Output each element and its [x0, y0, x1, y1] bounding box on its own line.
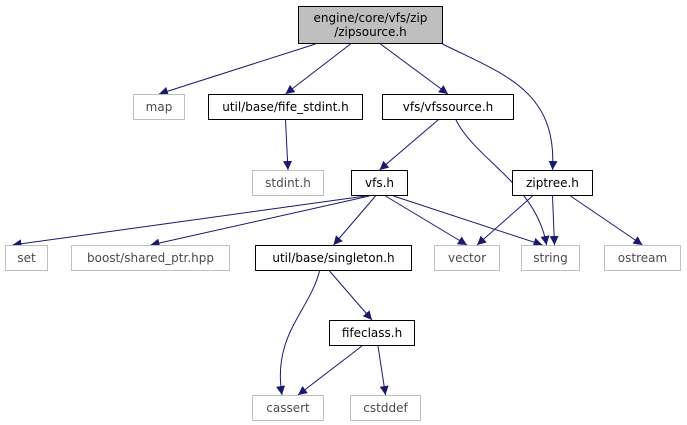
node-cstddef: cstddef [350, 395, 421, 421]
edge-vfs-to-singleton [333, 195, 376, 246]
node-root[interactable]: engine/core/vfs/zip /zipsource.h [298, 6, 443, 44]
node-string: string [521, 245, 580, 271]
edge-fifeclass-to-cassert [297, 345, 363, 396]
node-cassert: cassert [252, 395, 324, 421]
edge-root-to-vfssource [380, 43, 449, 95]
edge-ziptree-to-ostream [570, 195, 643, 246]
node-vector: vector [434, 245, 500, 271]
edge-root-to-map [158, 43, 316, 96]
node-label: ziptree.h [526, 176, 579, 190]
edge-vfs-to-set [12, 195, 366, 249]
node-map: map [133, 94, 185, 120]
node-label: fifeclass.h [341, 326, 403, 340]
edge-fife_stdint-to-stdint [283, 119, 293, 171]
node-label: vfs.h [365, 176, 394, 190]
node-label: set [17, 251, 36, 265]
node-vfssource[interactable]: vfs/vfssource.h [382, 94, 514, 120]
edge-vfs-to-vector [385, 195, 468, 246]
node-label: map [145, 100, 173, 114]
edge-vfs-to-shared_ptr [150, 195, 370, 248]
edge-vfssource-to-vfs [379, 119, 439, 171]
node-fife-stdint[interactable]: util/base/fife_stdint.h [208, 94, 363, 120]
node-label: stdint.h [265, 176, 311, 190]
node-label: ostream [617, 251, 668, 265]
edge-root-to-ziptree [442, 43, 558, 171]
node-label: vfs/vfssource.h [402, 100, 494, 114]
edge-singleton-to-cassert [276, 270, 320, 396]
node-singleton[interactable]: util/base/singleton.h [255, 245, 412, 271]
edge-ziptree-to-vector [476, 195, 533, 246]
node-label: cstddef [363, 401, 408, 415]
edge-ziptree-to-string [549, 195, 559, 246]
edge-root-to-fife_stdint [285, 43, 351, 95]
node-shared-ptr: boost/shared_ptr.hpp [71, 245, 230, 271]
node-label: engine/core/vfs/zip /zipsource.h [313, 11, 428, 39]
node-label: cassert [266, 401, 310, 415]
node-label: string [533, 251, 568, 265]
node-ziptree[interactable]: ziptree.h [512, 170, 593, 196]
node-set: set [5, 245, 48, 271]
node-label: vector [447, 251, 487, 265]
edge-singleton-to-fifeclass [329, 270, 373, 321]
node-stdint: stdint.h [252, 170, 324, 196]
edge-vfs-to-string [393, 195, 543, 247]
node-label: util/base/singleton.h [272, 251, 395, 265]
edge-vfssource-to-string [455, 119, 550, 246]
node-label: boost/shared_ptr.hpp [87, 251, 214, 265]
node-fifeclass[interactable]: fifeclass.h [329, 320, 415, 346]
node-vfs[interactable]: vfs.h [351, 170, 408, 196]
edge-fifeclass-to-cstddef [377, 345, 389, 396]
node-label: util/base/fife_stdint.h [222, 100, 349, 114]
node-ostream: ostream [604, 245, 681, 271]
